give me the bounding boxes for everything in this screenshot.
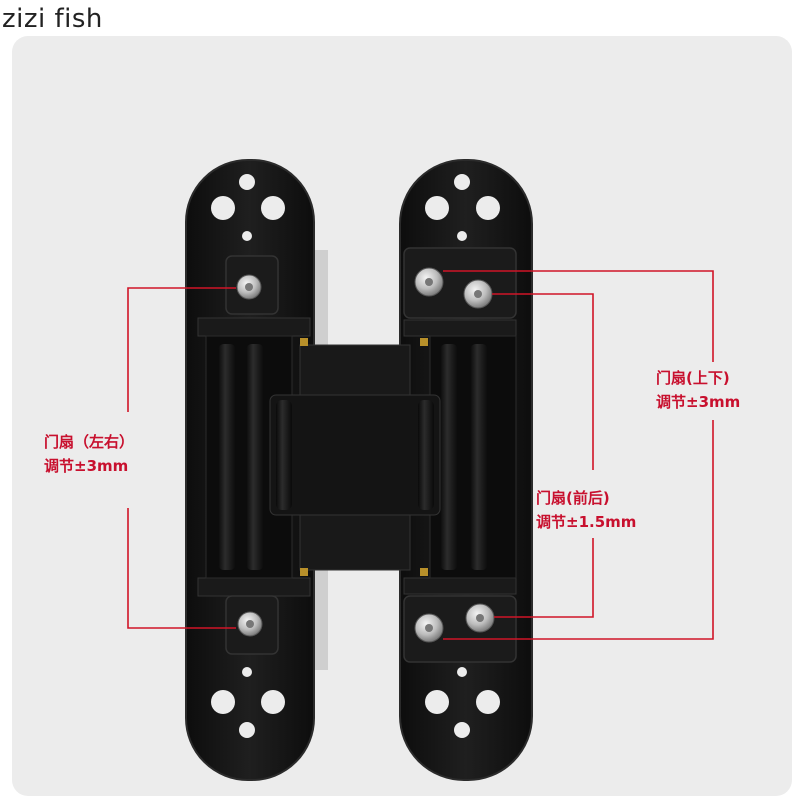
right-adjust-label: 门扇(上下) 调节±3mm (656, 366, 740, 414)
hinge-knuckle-assembly (205, 335, 517, 579)
middle-adjust-label: 门扇(前后) 调节±1.5mm (536, 486, 636, 534)
right-dimension-line (443, 270, 714, 640)
left-adjust-label-line1: 门扇（左右） (44, 433, 135, 451)
right-adjust-label-line2: 调节±3mm (656, 393, 741, 411)
left-dimension-line (127, 287, 236, 629)
middle-adjust-label-line2: 调节±1.5mm (536, 513, 637, 531)
middle-adjust-label-line1: 门扇(前后) (536, 489, 610, 507)
watermark-text: zizi fish (2, 4, 103, 34)
middle-dimension-line (492, 293, 594, 618)
left-adjust-label: 门扇（左右） 调节±3mm (44, 430, 134, 478)
right-hinge-leaf (399, 159, 533, 781)
left-adjust-label-line2: 调节±3mm (44, 457, 129, 475)
right-adjust-label-line1: 门扇(上下) (656, 369, 730, 387)
